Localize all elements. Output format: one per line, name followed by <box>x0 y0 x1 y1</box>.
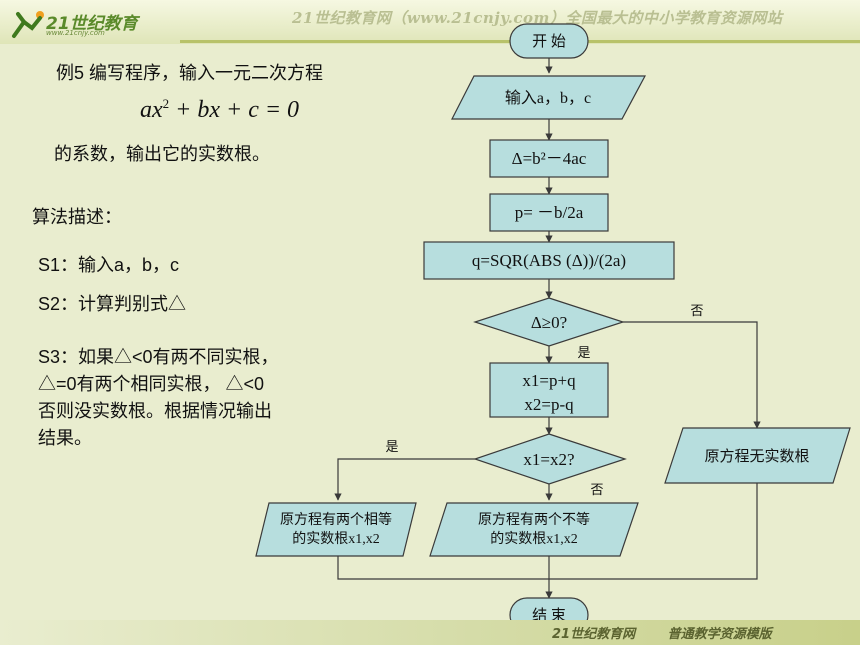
footer-text: 21世纪教育网 普通教学资源模版 <box>552 627 772 642</box>
start-label: 开 始 <box>532 33 566 50</box>
header-bar <box>0 0 860 44</box>
connector-decision2-yes <box>334 458 475 501</box>
input-label: 输入a，b，c <box>505 89 591 107</box>
no-root-label: 原方程无实数根 <box>704 448 809 465</box>
delta-process <box>489 139 609 178</box>
delta-label: Δ=b²－4ac <box>512 149 587 168</box>
end-label: 结 束 <box>532 607 566 624</box>
decision2-diamond <box>473 433 627 485</box>
x1-label: x1=p+q <box>522 371 576 390</box>
step-s2: S2：计算判别式△ <box>38 294 187 314</box>
equal-root-parallelogram <box>255 502 417 557</box>
unequal-root-line-2: 的实数根x1,x2 <box>490 531 578 547</box>
logo-text: 21世纪教育 <box>46 14 138 34</box>
decision2-yes-label: 是 <box>385 439 398 454</box>
step-s3-line-1: S3：如果△<0有两不同实根， <box>38 347 279 367</box>
problem-line-1: 例5 编写程序，输入一元二次方程 <box>56 63 324 83</box>
connector-decision1-no <box>623 321 761 429</box>
unequal-root-line-1: 原方程有两个不等 <box>478 511 590 528</box>
decision1-label: Δ≥0? <box>531 313 567 332</box>
equal-root-line-1: 原方程有两个相等 <box>280 511 392 528</box>
equation-rest: + bx + c = 0 <box>169 97 300 123</box>
p-label: p= －b/2a <box>515 203 584 222</box>
q-process <box>423 241 675 280</box>
equation-exponent: 2 <box>162 96 170 111</box>
no-root-parallelogram <box>664 427 851 484</box>
equal-root-line-2: 的实数根x1,x2 <box>292 531 380 547</box>
step-s3-line-4: 结果。 <box>38 428 92 448</box>
decision1-diamond <box>473 297 625 347</box>
x-process <box>489 362 609 418</box>
decision1-no-label: 否 <box>690 303 703 318</box>
logo: 21世纪教育 www.21cnjy.com <box>6 6 156 42</box>
connector-equal-merge <box>337 556 549 580</box>
input-parallelogram <box>451 75 647 120</box>
step-s3-line-2: △=0有两个相同实根， △<0 <box>38 374 265 394</box>
problem-line-2: 的系数，输出它的实数根。 <box>54 144 270 164</box>
p-process <box>489 193 609 232</box>
step-s3-line-3: 否则没实数根。根据情况输出 <box>38 401 272 421</box>
decision2-no-label: 否 <box>590 482 603 497</box>
footer-bar <box>0 620 860 645</box>
algorithm-heading: 算法描述： <box>32 207 122 227</box>
unequal-root-parallelogram <box>429 502 639 557</box>
decision2-label: x1=x2? <box>523 450 574 469</box>
site-title: 21世纪教育网（www.21cnjy.com）全国最大的中小学教育资源网站 <box>292 9 783 27</box>
logo-url: www.21cnjy.com <box>46 29 105 37</box>
quadratic-equation: ax2 + bx + c = 0 <box>140 96 299 124</box>
connector-noroot-merge <box>549 483 758 580</box>
step-s1: S1：输入a，b，c <box>38 255 180 275</box>
q-label: q=SQR(ABS (Δ))/(2a) <box>472 251 626 270</box>
start-terminal <box>509 23 589 59</box>
logo-figure-icon <box>12 11 44 38</box>
decision1-yes-label: 是 <box>577 345 590 360</box>
x2-label: x2=p-q <box>524 395 574 414</box>
equation-ax: ax <box>140 97 163 123</box>
